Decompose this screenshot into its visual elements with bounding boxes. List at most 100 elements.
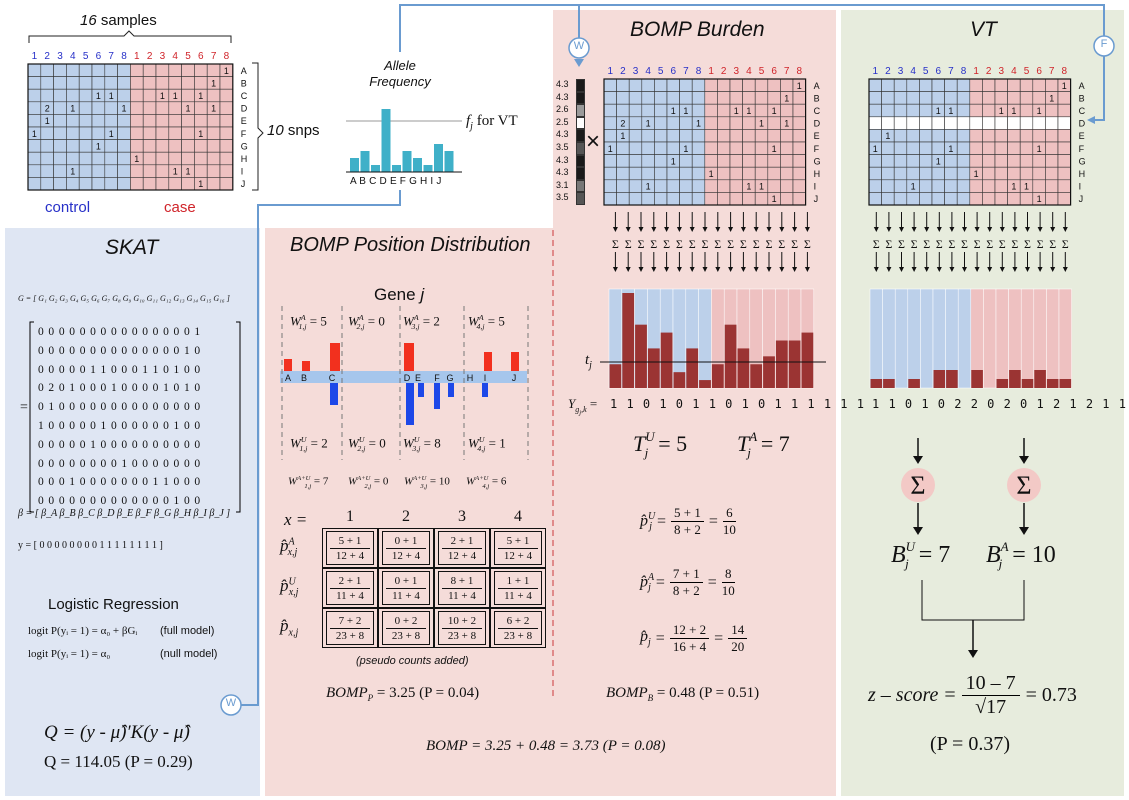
p-hat-denominator: 11 + 4	[392, 589, 420, 602]
z-den: √17	[975, 696, 1007, 718]
column-label: 4	[172, 51, 178, 62]
y-letter: Y	[568, 396, 576, 411]
row-label: J	[814, 194, 819, 204]
sum-icon: Σ	[791, 237, 798, 251]
column-label: 4	[645, 66, 651, 77]
row-label: B	[241, 78, 247, 88]
row-label: I	[814, 182, 817, 192]
arrow-down-icon	[625, 227, 631, 232]
sum-icon: Σ	[898, 237, 905, 251]
position-weight: WA2,j = 0	[348, 313, 385, 331]
w-circle-icon	[568, 37, 590, 59]
w-marker-burden: W	[573, 40, 585, 52]
arrow-down-icon	[873, 267, 879, 272]
p-a-den: 8 + 2	[672, 583, 700, 598]
bomp-p-result: BOMPP = 3.25 (P = 0.04)	[326, 685, 480, 703]
arrow-down-icon	[664, 267, 670, 272]
bomp-p-value: = 3.25 (P = 0.04)	[376, 685, 480, 701]
sum-icon: Σ	[740, 237, 747, 251]
burden-bar	[788, 340, 801, 388]
column-label: 4	[910, 66, 916, 77]
position-weight-value: = 2	[310, 435, 328, 451]
matrix-value: 1	[1011, 106, 1016, 116]
arrow-down-icon	[886, 227, 892, 232]
arrow-down-icon	[968, 650, 978, 658]
arrow-down-icon	[924, 267, 930, 272]
position-weight: WU3,j = 8	[403, 435, 441, 453]
column-label: 2	[620, 66, 626, 77]
x-value: 2	[402, 508, 410, 525]
matrix-value: 1	[608, 144, 613, 154]
row-label: B	[1079, 93, 1085, 103]
row-label: E	[814, 131, 820, 141]
matrix-value: 1	[198, 129, 203, 139]
p-hat-numerator: 0 + 1	[386, 534, 426, 549]
sum-icon: Σ	[702, 237, 709, 251]
burden-y-values: 1 1 0 1 0 1 1 0 1 0 1 1 1 1 1 1	[610, 397, 866, 411]
row-label: E	[1079, 131, 1085, 141]
arrow-down-icon	[999, 267, 1005, 272]
vt-bar	[1021, 379, 1034, 388]
control-position-bar	[330, 383, 338, 405]
matrix-value: 1	[784, 119, 789, 129]
matrix-value: 1	[1024, 182, 1029, 192]
weight-shade	[576, 91, 585, 105]
vt-y-values: 1 1 0 1 0 2 2 0 2 0 1 2 1 2 1 1	[872, 397, 1128, 411]
arrow-down-icon	[886, 267, 892, 272]
case-position-bar	[330, 343, 340, 371]
column-label: 5	[185, 51, 191, 62]
column-label: 8	[797, 66, 803, 77]
position-letter: B	[301, 373, 307, 383]
position-weight: WA+U2,j = 0	[348, 475, 389, 490]
snps-label: 10 snps	[267, 122, 320, 139]
sum-icon: Σ	[689, 237, 696, 251]
matrix-value: 1	[646, 182, 651, 192]
p-den: 16 + 4	[672, 639, 707, 654]
sum-icon: Σ	[936, 237, 943, 251]
p-hat-row-label: p̂Ux,j	[280, 576, 299, 599]
arrow-down-icon	[1012, 267, 1018, 272]
z-num: 10 – 7	[961, 672, 1020, 696]
column-label: 6	[96, 51, 102, 62]
row-label: I	[1079, 182, 1082, 192]
arrow-down-icon	[913, 456, 923, 464]
position-weight-value: = 0	[367, 313, 385, 329]
matrix-value: 1	[70, 167, 75, 177]
vt-bar	[1034, 370, 1046, 388]
column-label: 6	[671, 66, 677, 77]
column-label: 7	[211, 51, 217, 62]
weight-value: 4.3	[556, 79, 569, 89]
sum-icon: Σ	[727, 237, 734, 251]
column-label: 5	[923, 66, 929, 77]
row-label: F	[241, 129, 247, 139]
tj-t: t	[585, 352, 590, 368]
sum-icon: Σ	[1011, 237, 1018, 251]
position-weight: WA+U1,j = 7	[288, 475, 329, 490]
arrow-down-icon	[702, 267, 708, 272]
vt-bar	[883, 379, 895, 388]
burden-bar	[622, 293, 635, 388]
arrow-down-icon	[962, 227, 967, 232]
position-weight-value: = 5	[487, 313, 505, 329]
column-label: 1	[134, 51, 140, 62]
matrix-value: 1	[1037, 106, 1042, 116]
skat-panel	[5, 228, 260, 796]
matrix-value: 1	[109, 129, 114, 139]
column-label: 6	[936, 66, 942, 77]
sum-icon: Σ	[923, 237, 930, 251]
column-label: 2	[721, 66, 727, 77]
p-hat-denominator: 11 + 4	[448, 589, 476, 602]
row-label: H	[814, 169, 821, 179]
arrow-down-icon	[792, 227, 798, 232]
g-definition: G = [ G₁ G₂ G₃ G₄ G₅ G₆ G₇ G₈ G₉ G₁₀ G₁₁…	[18, 294, 230, 303]
matrix-value: 1	[948, 144, 953, 154]
matrix-value: 1	[784, 93, 789, 103]
allele-letters: A B C D E F G H I J	[350, 176, 442, 187]
row-label: G	[1079, 156, 1086, 166]
p-hat-denominator: 12 + 4	[335, 549, 365, 562]
beta-definition: β = [ β_A β_B β_C β_D β_E β_F β_G β_H β_…	[18, 508, 231, 519]
allele-frequency-bar	[402, 151, 412, 172]
